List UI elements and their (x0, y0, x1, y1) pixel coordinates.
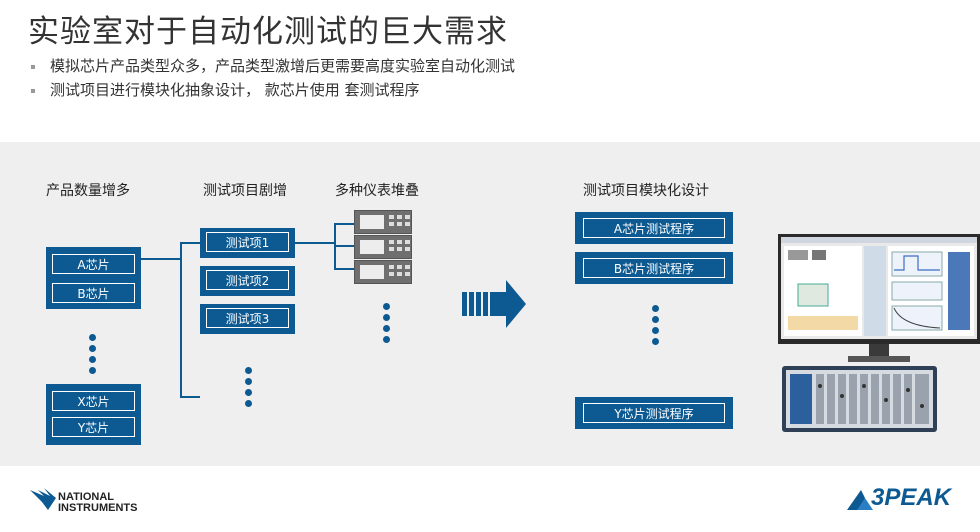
program-label: Y芯片测试程序 (583, 403, 725, 423)
instrument-icon (354, 210, 412, 234)
program-label: A芯片测试程序 (583, 218, 725, 238)
ni-logo-line2: INSTRUMENTS (58, 502, 138, 514)
connector-line (180, 242, 202, 244)
slide-title: 实验室对于自动化测试的巨大需求 (28, 14, 508, 50)
test-item-3: 测试项3 (200, 304, 295, 334)
chip-a: A芯片 (52, 254, 135, 274)
connector-line (180, 396, 200, 398)
chip-b: B芯片 (52, 283, 135, 303)
more-tests-dots (245, 367, 252, 411)
more-programs-dots (652, 305, 659, 349)
3peak-logo-text: 3PEAK (871, 484, 952, 511)
connector-line (334, 245, 354, 247)
ni-eagle-icon (30, 488, 56, 510)
chip-group-ab: A芯片 B芯片 (46, 247, 141, 309)
program-a: A芯片测试程序 (575, 212, 733, 244)
bullet-item: 模拟芯片产品类型众多，产品类型激增后更需要高度实验室自动化测试 (28, 54, 515, 78)
connector-line (141, 258, 181, 260)
chip-x: X芯片 (52, 391, 135, 411)
bullet-list: 模拟芯片产品类型众多，产品类型激增后更需要高度实验室自动化测试 测试项目进行模块… (28, 54, 515, 102)
test-item-label: 测试项2 (206, 270, 289, 290)
bullet-item: 测试项目进行模块化抽象设计， 款芯片使用 套测试程序 (28, 78, 515, 102)
test-item-label: 测试项1 (206, 232, 289, 252)
program-b: B芯片测试程序 (575, 252, 733, 284)
connector-line (180, 242, 182, 398)
chip-y: Y芯片 (52, 417, 135, 437)
pxi-chassis-image (782, 366, 937, 432)
3peak-mountain-icon (847, 490, 873, 510)
col-title-instruments: 多种仪表堆叠 (335, 183, 419, 199)
test-item-1: 测试项1 (200, 228, 295, 258)
connector-line (295, 242, 335, 244)
chip-group-xy: X芯片 Y芯片 (46, 384, 141, 445)
monitor-software-image (778, 234, 980, 362)
right-arrow-icon (462, 280, 526, 328)
col-title-modular: 测试项目模块化设计 (583, 183, 709, 199)
program-label: B芯片测试程序 (583, 258, 725, 278)
col-title-tests: 测试项目剧增 (203, 183, 287, 199)
instrument-icon (354, 260, 412, 284)
test-item-label: 测试项3 (206, 308, 289, 328)
test-item-2: 测试项2 (200, 266, 295, 296)
program-y: Y芯片测试程序 (575, 397, 733, 429)
connector-line (334, 268, 354, 270)
instrument-icon (354, 235, 412, 259)
ni-logo-line1: NATIONAL (58, 491, 115, 503)
more-chips-dots (89, 334, 96, 378)
connector-line (334, 223, 354, 225)
more-instruments-dots (383, 303, 390, 347)
col-title-products: 产品数量增多 (46, 183, 130, 199)
